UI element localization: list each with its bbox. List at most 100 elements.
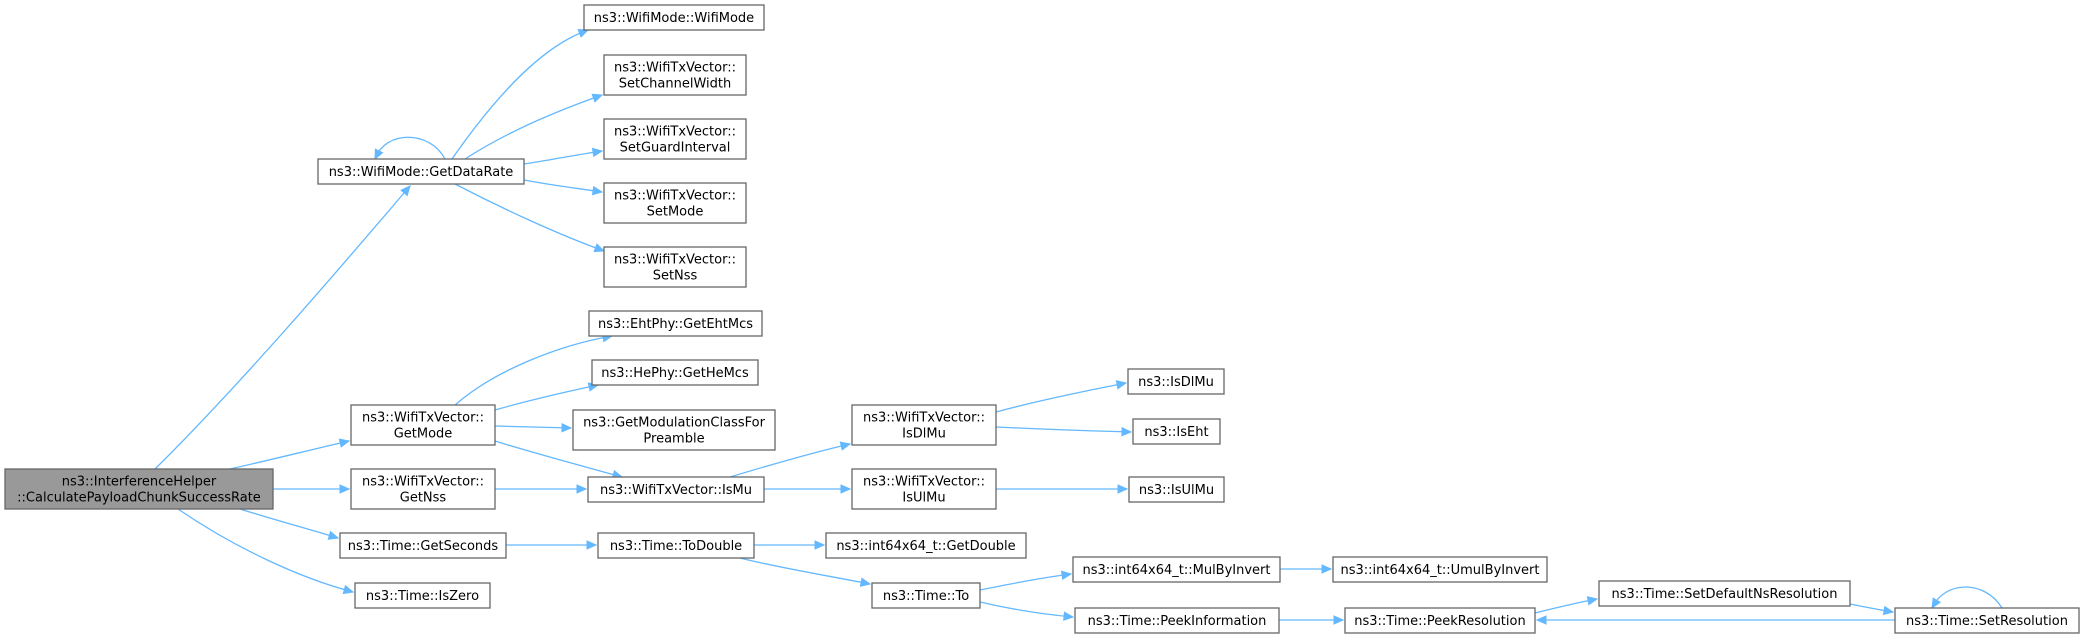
node-box bbox=[1894, 607, 2080, 634]
node-getDouble[interactable]: ns3::int64x64_t::GetDouble bbox=[825, 532, 1027, 559]
node-box bbox=[591, 359, 759, 386]
node-setChannelWidth[interactable]: ns3::WifiTxVector::SetChannelWidth bbox=[603, 54, 747, 96]
node-label-line: ns3::WifiTxVector:: bbox=[614, 125, 736, 140]
edge-arrowhead bbox=[1535, 615, 1547, 625]
node-setMode[interactable]: ns3::WifiTxVector::SetMode bbox=[603, 182, 747, 224]
edge-to-to-mulByInvert bbox=[979, 570, 1073, 591]
edge-arrowhead bbox=[591, 147, 604, 158]
edge-arrowhead bbox=[561, 422, 573, 433]
node-getMode[interactable]: ns3::WifiTxVector::GetMode bbox=[350, 404, 496, 446]
edge-arrowhead bbox=[1063, 611, 1075, 621]
node-label-line: ns3::WifiMode::WifiMode bbox=[594, 11, 754, 26]
node-box bbox=[1072, 556, 1281, 583]
edge-peekInformation-to-peekResolution bbox=[1279, 615, 1345, 625]
node-label-line: ns3::Time::GetSeconds bbox=[348, 539, 499, 554]
node-setResolution[interactable]: ns3::Time::SetResolution bbox=[1894, 607, 2080, 634]
edge-getNss-to-isMu bbox=[495, 484, 588, 494]
edge-getDataRate-to-setNss bbox=[454, 183, 606, 253]
node-label-line: ns3::int64x64_t::UmulByInvert bbox=[1341, 563, 1540, 578]
node-mulByInvert[interactable]: ns3::int64x64_t::MulByInvert bbox=[1072, 556, 1281, 583]
node-label-line: ns3::WifiTxVector:: bbox=[614, 253, 736, 268]
node-isUlMuVec[interactable]: ns3::WifiTxVector::IsUlMu bbox=[851, 468, 997, 510]
node-label-line: ns3::Time::ToDouble bbox=[610, 539, 742, 554]
node-box bbox=[825, 532, 1027, 559]
node-isDlMuVec[interactable]: ns3::WifiTxVector::IsDlMu bbox=[851, 404, 997, 446]
node-umulByInvert[interactable]: ns3::int64x64_t::UmulByInvert bbox=[1332, 556, 1548, 583]
node-setNss[interactable]: ns3::WifiTxVector::SetNss bbox=[603, 246, 747, 288]
edge-arrowhead bbox=[839, 441, 852, 451]
node-isMu[interactable]: ns3::WifiTxVector::IsMu bbox=[587, 476, 765, 503]
edge-arrowhead bbox=[1321, 564, 1333, 574]
edge-line bbox=[464, 94, 603, 160]
node-box bbox=[583, 4, 765, 31]
node-label-line: ns3::WifiTxVector:: bbox=[863, 411, 985, 426]
edge-arrowhead bbox=[1115, 380, 1128, 390]
node-peekInformation[interactable]: ns3::Time::PeekInformation bbox=[1074, 607, 1280, 634]
node-wifiMode[interactable]: ns3::WifiMode::WifiMode bbox=[583, 4, 765, 31]
edge-arrowhead bbox=[400, 185, 411, 197]
node-toDouble[interactable]: ns3::Time::ToDouble bbox=[597, 532, 755, 559]
edge-arrowhead bbox=[1117, 484, 1129, 494]
node-isEht[interactable]: ns3::IsEht bbox=[1132, 418, 1221, 445]
edge-isMu-to-isUlMuVec bbox=[764, 484, 852, 494]
edge-root-to-getSeconds bbox=[239, 508, 340, 540]
node-box bbox=[354, 582, 491, 609]
node-box bbox=[1598, 580, 1851, 607]
edge-arrowhead bbox=[1333, 615, 1345, 625]
node-box bbox=[350, 404, 496, 446]
edge-arrowhead bbox=[1882, 605, 1895, 616]
node-label-line: ns3::int64x64_t::GetDouble bbox=[836, 539, 1015, 554]
node-peekResolution[interactable]: ns3::Time::PeekResolution bbox=[1344, 607, 1536, 634]
edge-line bbox=[154, 185, 411, 470]
edge-line bbox=[979, 601, 1074, 618]
node-box bbox=[1127, 368, 1225, 395]
node-setDefaultNsResolution[interactable]: ns3::Time::SetDefaultNsResolution bbox=[1598, 580, 1851, 607]
edge-line bbox=[177, 508, 354, 593]
node-box bbox=[603, 54, 747, 96]
edge-line bbox=[995, 426, 1132, 433]
node-isZero[interactable]: ns3::Time::IsZero bbox=[354, 582, 491, 609]
edge-getDataRate-to-setGuardInterval bbox=[523, 147, 604, 165]
edge-arrowhead bbox=[1931, 597, 1941, 610]
edge-arrowhead bbox=[374, 148, 384, 161]
edge-getDataRate-to-wifiMode bbox=[451, 28, 590, 160]
node-label-line: ns3::EhtPhy::GetEhtMcs bbox=[598, 317, 753, 332]
node-setGuardInterval[interactable]: ns3::WifiTxVector::SetGuardInterval bbox=[603, 118, 747, 160]
node-label-line: ns3::Time::SetDefaultNsResolution bbox=[1612, 587, 1838, 602]
edge-arrowhead bbox=[840, 484, 852, 494]
edge-isDlMuVec-to-isEht bbox=[995, 426, 1133, 437]
node-getHeMcs[interactable]: ns3::HePhy::GetHeMcs bbox=[591, 359, 759, 386]
edge-isDlMuVec-to-isDlMu bbox=[995, 380, 1128, 413]
edge-line bbox=[739, 557, 871, 585]
edge-line bbox=[454, 335, 613, 406]
node-isUlMu[interactable]: ns3::IsUlMu bbox=[1128, 476, 1225, 503]
edge-arrowhead bbox=[327, 530, 340, 540]
node-getNss[interactable]: ns3::WifiTxVector::GetNss bbox=[350, 468, 496, 510]
edge-arrowhead bbox=[591, 185, 604, 196]
edge-root-to-isZero bbox=[177, 508, 355, 595]
node-getEhtMcs[interactable]: ns3::EhtPhy::GetEhtMcs bbox=[588, 310, 763, 337]
edge-root-to-getMode bbox=[229, 438, 351, 470]
node-box bbox=[871, 582, 981, 609]
edge-arrowhead bbox=[814, 540, 826, 550]
edge-arrowhead bbox=[339, 484, 351, 494]
edge-line bbox=[229, 440, 350, 470]
node-isDlMu[interactable]: ns3::IsDlMu bbox=[1127, 368, 1225, 395]
node-label-line: ns3::IsUlMu bbox=[1139, 483, 1214, 498]
edge-arrowhead bbox=[591, 93, 604, 103]
node-box bbox=[572, 409, 776, 451]
edge-line bbox=[1534, 598, 1598, 614]
node-getSeconds[interactable]: ns3::Time::GetSeconds bbox=[339, 532, 507, 559]
node-label-line: IsUlMu bbox=[902, 491, 945, 506]
node-label-line: ns3::WifiTxVector:: bbox=[614, 189, 736, 204]
edge-getDataRate-to-setChannelWidth bbox=[464, 93, 604, 160]
node-box bbox=[1344, 607, 1536, 634]
edge-getMode-to-getHeMcs bbox=[494, 382, 600, 411]
node-getDataRate[interactable]: ns3::WifiMode::GetDataRate bbox=[317, 158, 525, 185]
call-edges bbox=[154, 28, 2003, 625]
node-to[interactable]: ns3::Time::To bbox=[871, 582, 981, 609]
node-label-line: Preamble bbox=[643, 432, 704, 447]
edge-line bbox=[979, 573, 1072, 591]
edge-line bbox=[494, 384, 599, 411]
